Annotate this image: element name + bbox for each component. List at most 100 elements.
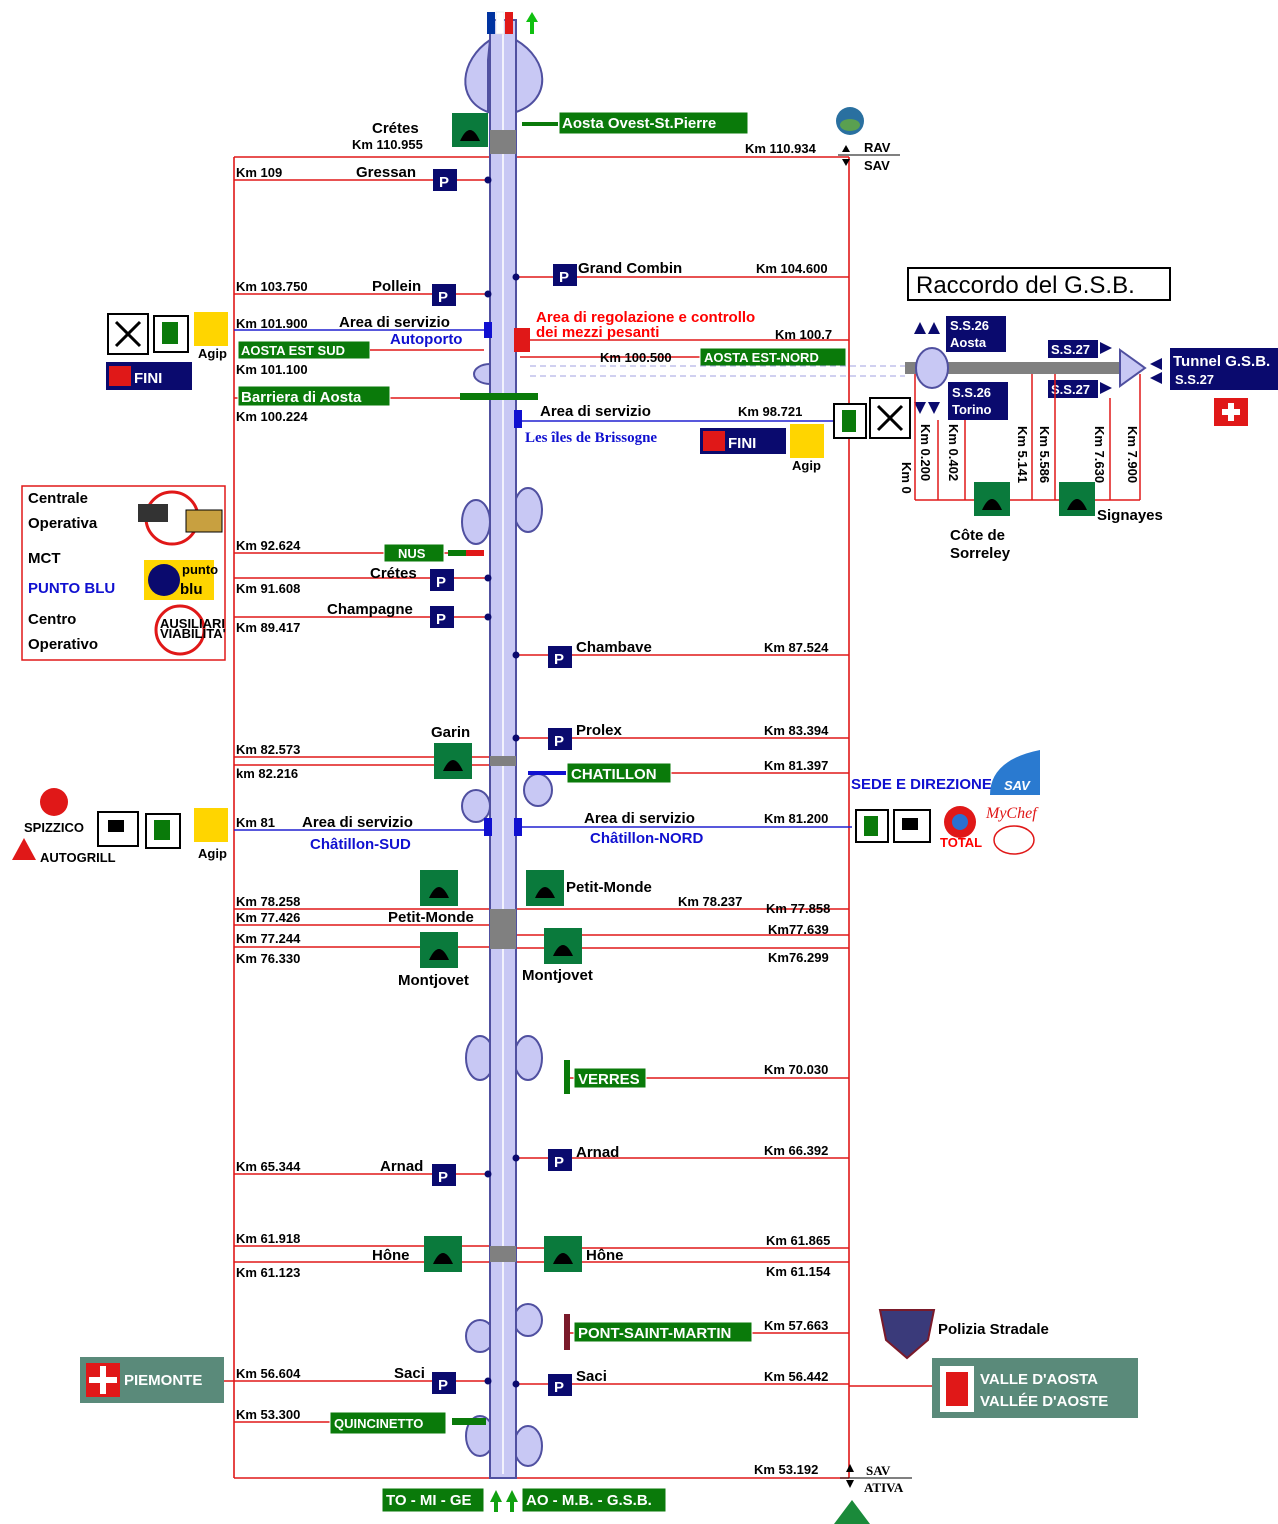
gsb-km-5586: Km 5.586 xyxy=(1037,426,1052,483)
ativa-label: ATIVA xyxy=(864,1480,904,1495)
km-frame xyxy=(233,156,850,1479)
tunnel-icon-cretes xyxy=(452,113,488,147)
km-89417: Km 89.417 xyxy=(236,620,300,635)
coffee-icon xyxy=(97,811,139,847)
exit-pont-saint-martin: PONT-SAINT-MARTIN xyxy=(578,1325,731,1342)
sav-label-b: SAV xyxy=(866,1463,891,1478)
km-98721: Km 98.721 xyxy=(738,404,802,419)
punto-blu-logo-text-1: punto xyxy=(182,562,218,577)
valle-aosta-1: VALLE D'AOSTA xyxy=(980,1371,1098,1388)
ss27-label-a: S.S.27 xyxy=(1051,342,1090,357)
km-77639: Km77.639 xyxy=(768,922,829,937)
arrow-icons xyxy=(914,322,1162,414)
exit-nus: NUS xyxy=(398,546,426,561)
coffee-icon xyxy=(893,809,931,843)
km-78258: Km 78.258 xyxy=(236,894,300,909)
km-56442: Km 56.442 xyxy=(764,1369,828,1384)
km-53192: Km 53.192 xyxy=(754,1462,818,1477)
fini-logo-icon: FINI xyxy=(106,362,192,390)
fini-text: FINI xyxy=(728,435,756,452)
restaurant-icon xyxy=(107,313,149,355)
barriera-aosta: Barriera di Aosta xyxy=(241,389,362,406)
agip-text: Agip xyxy=(198,846,227,861)
tunnel-sections xyxy=(490,130,516,1262)
ao-mb-gsb-label: AO - M.B. - G.S.B. xyxy=(526,1492,652,1509)
sede-direzione: SEDE E DIREZIONE xyxy=(851,776,992,793)
km-77858: Km 77.858 xyxy=(766,901,830,916)
km-82216: km 82.216 xyxy=(236,766,298,781)
km-101100: Km 101.100 xyxy=(236,362,308,377)
legend-mct: MCT xyxy=(28,550,61,567)
agip-logo-icon: Agip xyxy=(194,808,228,861)
fuel-icon xyxy=(145,813,181,849)
spizzico-logo-icon: SPIZZICO AUTOGRILL xyxy=(12,788,116,865)
rav-logo-icon xyxy=(836,107,864,135)
fini-text: FINI xyxy=(134,370,162,387)
cretes-label-2: Crétes xyxy=(370,565,417,582)
km-104600: Km 104.600 xyxy=(756,261,828,276)
km-56604: Km 56.604 xyxy=(236,1366,301,1381)
hone-label-r: Hône xyxy=(586,1247,624,1264)
km-83394: Km 83.394 xyxy=(764,723,829,738)
total-logo-icon: TOTAL xyxy=(940,806,982,850)
parking-letter: P xyxy=(438,1169,448,1186)
tunnel-icon-montjovet-r xyxy=(544,928,582,964)
km-101900: Km 101.900 xyxy=(236,316,308,331)
total-text: TOTAL xyxy=(940,835,982,850)
km-100500: Km 100.500 xyxy=(600,350,672,365)
gsb-km-7900: Km 7.900 xyxy=(1125,426,1140,483)
les-iles-label: Les îles de Brissogne xyxy=(525,430,657,446)
mychef-logo-icon: MyChef xyxy=(985,805,1039,855)
punto-blu-logo-icon: punto blu xyxy=(144,560,218,600)
cote-label-1: Côte de xyxy=(950,527,1005,544)
arnad-label-r: Arnad xyxy=(576,1144,619,1161)
grand-combin-label: Grand Combin xyxy=(578,260,682,277)
valle-aosta-2: VALLÉE D'AOSTE xyxy=(980,1393,1108,1410)
exit-aosta-est-nord: AOSTA EST-NORD xyxy=(704,350,819,365)
area-regolazione-1: Area di regolazione e controllo xyxy=(536,309,755,326)
champagne-label: Champagne xyxy=(327,601,413,618)
ausiliari-logo-icon: AUSILIARI VIABILITA' xyxy=(154,604,226,656)
km-103750: Km 103.750 xyxy=(236,279,308,294)
parking-letter: P xyxy=(436,574,446,591)
exit-quincinetto: QUINCINETTO xyxy=(334,1416,423,1431)
gressan-label: Gressan xyxy=(356,164,416,181)
gsb-km-ticks xyxy=(914,374,1141,501)
km-57663: Km 57.663 xyxy=(764,1318,828,1333)
parking-letter: P xyxy=(554,651,564,668)
fuel-icon xyxy=(153,315,189,353)
saci-label-r: Saci xyxy=(576,1368,607,1385)
garin-label: Garin xyxy=(431,724,470,741)
sav-label: SAV xyxy=(864,158,890,173)
fini-logo-icon: FINI xyxy=(700,428,786,454)
legend-centro-2: Operativo xyxy=(28,636,98,653)
chambave-label: Chambave xyxy=(576,639,652,656)
tunnel-gsb-road: S.S.27 xyxy=(1175,372,1214,387)
tunnel-icon-montjovet-l xyxy=(420,932,458,968)
junction-dots xyxy=(484,176,520,1388)
agip-logo-icon: Agip xyxy=(194,312,228,361)
gsb-title: Raccordo del G.S.B. xyxy=(916,272,1135,299)
tunnel-icon-hone-r xyxy=(544,1236,582,1272)
interchanges xyxy=(461,37,553,1467)
agip-text: Agip xyxy=(198,346,227,361)
tunnel-icon-petit-monde-r xyxy=(526,870,564,906)
service-lines xyxy=(234,329,852,831)
km-109: Km 109 xyxy=(236,165,282,180)
km-78237: Km 78.237 xyxy=(678,894,742,909)
km-110955: Km 110.955 xyxy=(352,137,423,152)
ausiliari-logo-text-2: VIABILITA' xyxy=(160,626,226,641)
fuel-icon xyxy=(833,403,867,439)
ss27-label-b: S.S.27 xyxy=(1051,382,1090,397)
tunnel-icon-petit-monde-l xyxy=(420,870,458,906)
km-70030: Km 70.030 xyxy=(764,1062,828,1077)
km-81: Km 81 xyxy=(236,815,275,830)
km-110934: Km 110.934 xyxy=(745,141,817,156)
chatillon-nord-label: Châtillon-NORD xyxy=(590,830,703,847)
area-servizio-label-3: Area di servizio xyxy=(302,814,413,831)
tunnel-icon-signayes xyxy=(1059,482,1095,516)
area-regolazione-2: dei mezzi pesanti xyxy=(536,324,659,341)
area-servizio-label: Area di servizio xyxy=(339,314,450,331)
km-65344: Km 65.344 xyxy=(236,1159,301,1174)
